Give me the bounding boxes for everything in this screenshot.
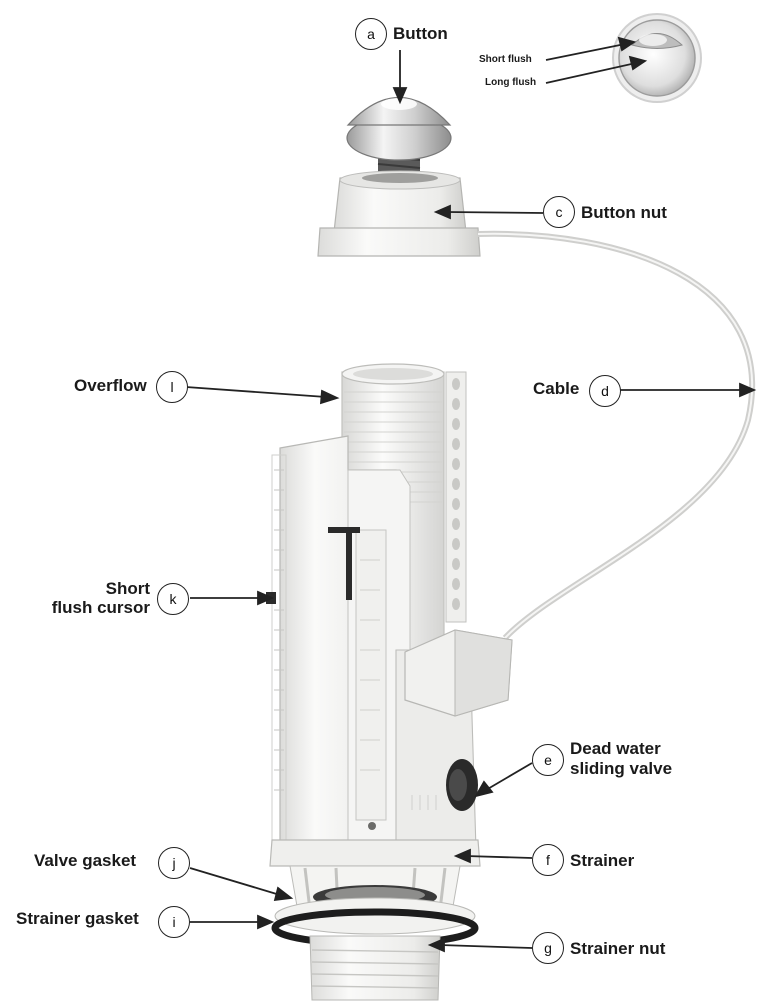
- label-cable: Cable: [533, 379, 580, 398]
- badge-j: j: [158, 847, 190, 879]
- badge-c: c: [543, 196, 575, 228]
- label-long-flush: Long flush: [485, 77, 537, 88]
- label-short-flush: Short flush: [479, 54, 532, 65]
- label-dead-water-line1: Dead water: [570, 739, 661, 758]
- badge-e: e: [532, 744, 564, 776]
- button-nut: [317, 170, 481, 257]
- label-overflow: Overflow: [74, 376, 147, 395]
- chrome-button: [346, 96, 452, 182]
- badge-f: f: [532, 844, 564, 876]
- cable-highlight: [477, 232, 754, 639]
- leader-lines: [185, 36, 757, 953]
- strainer-assembly: [271, 865, 479, 1001]
- label-short-flush-cursor-line1: Short: [105, 579, 150, 598]
- badge-l: l: [156, 371, 188, 403]
- label-strainer: Strainer: [570, 851, 635, 870]
- label-dead-water-line2: sliding valve: [570, 759, 673, 778]
- label-short-flush-cursor-line2: flush cursor: [51, 598, 150, 617]
- badge-a: a: [355, 18, 387, 50]
- badge-d: d: [589, 375, 621, 407]
- label-strainer-gasket: Strainer gasket: [16, 909, 139, 928]
- label-button: Button: [393, 24, 448, 43]
- label-strainer-nut: Strainer nut: [570, 939, 666, 958]
- dual-button-inset: [612, 13, 702, 103]
- valve-body: [266, 435, 513, 867]
- badge-g: g: [532, 932, 564, 964]
- label-button-nut: Button nut: [581, 203, 667, 222]
- badge-k: k: [157, 583, 189, 615]
- badge-i: i: [158, 906, 190, 938]
- label-valve-gasket: Valve gasket: [34, 851, 137, 870]
